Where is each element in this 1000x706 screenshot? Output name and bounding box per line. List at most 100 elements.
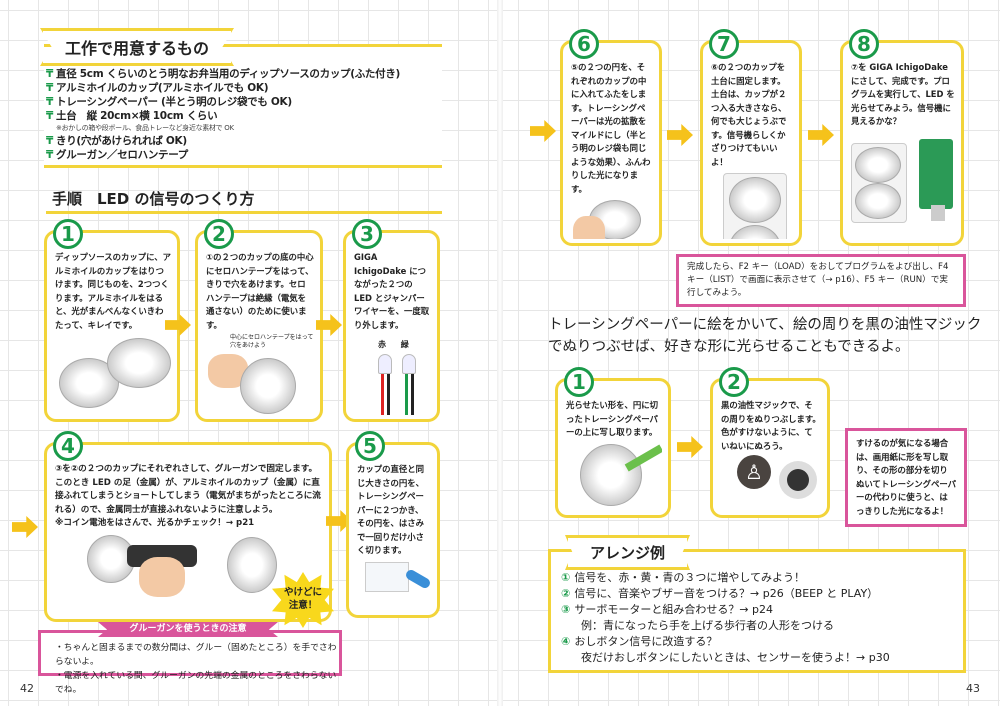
step-text: ⑥の２つのカップを土台に固定します。土台は、カップが２つ入る大きさなら、何でも大…: [711, 62, 787, 167]
step-text: 黒の油性マジックで、その周りをぬりつぶします。色がすけないように、ていねいにぬろ…: [721, 400, 821, 451]
material-item: ₸グルーガン／セロハンテープ: [46, 149, 188, 161]
cup-illustration: [729, 177, 781, 223]
step-5-card: 5 カップの直径と同じ大きさの円を、トレーシングペーパーに２つかき、その円を、は…: [346, 431, 440, 618]
arrange-subitem: 例：青になったら手を上げる歩行者の人形をつける: [581, 619, 834, 632]
step-number: 8: [849, 29, 879, 59]
page-gutter: [497, 0, 503, 706]
step-number: 4: [53, 431, 83, 461]
material-item: ₸トレーシングペーパー (半とう明のレジ袋でも OK): [46, 96, 292, 108]
caution-item: ・電源を入れている間、グルーガンの先端の金属のところをさわらないでね。: [55, 671, 337, 695]
green-led: [402, 353, 416, 374]
pin-icon: ₸: [46, 96, 54, 108]
caution-item: ・ちゃんと固まるまでの数分間は、グルー（固めたところ）を手でさわらないよ。: [55, 643, 337, 667]
cup-illustration: [227, 536, 277, 593]
step-6-illustration: [571, 196, 653, 239]
step-text: ⑦を GIGA IchigoDake にさして、完成です。プログラムを実行して、…: [851, 62, 955, 126]
pin-icon: ₸: [46, 149, 54, 161]
hand-illustration: [573, 216, 605, 239]
arrow-icon: [677, 436, 703, 458]
step-text: 光らせたい形を、円に切ったトレーシングペーパーの上に写し取ります。: [566, 400, 658, 437]
tip-box: すけるのが気になる場合は、画用紙に形を写し取り、その形の部分を切りぬいてトレーシ…: [845, 428, 967, 527]
step-2-illustration: [206, 350, 314, 415]
arrange-subitem: 夜だけおしボタンにしたいときは、センサーを使うよ！→ p30: [581, 651, 890, 664]
step-number: 5: [355, 431, 385, 461]
person-shape-icon: ♙: [737, 455, 771, 489]
run-note-box: 完成したら、F2 キー（LOAD）をおしてプログラムをよび出し、F4 キー（LI…: [676, 254, 966, 307]
step-number: 6: [569, 29, 599, 59]
pin-icon: ₸: [46, 82, 54, 94]
material-note: ※おかしの箱や段ボール、食品トレーなど身近な素材で OK: [56, 124, 234, 132]
red-led: [378, 353, 392, 374]
arrow-icon: [667, 124, 693, 146]
step-number: 3: [352, 219, 382, 249]
material-item: ₸土台 縦 20cm×横 10cm くらい: [46, 110, 218, 122]
led-label-green: 緑: [400, 340, 409, 349]
step-6-card: 6 ⑤の２つの円を、それぞれのカップの中に入れてふたをします。トレーシングペーパ…: [560, 29, 662, 246]
shape-step-2-illustration: ♙: [721, 453, 821, 511]
wire: [381, 373, 384, 415]
step-extra: ※コイン電池をはさんで、光るかチェック！→ p21: [55, 518, 255, 528]
led-labels: 赤 緑: [354, 338, 431, 352]
image-caption: 中心にセロハンテープをはって穴をあけよう: [230, 334, 314, 349]
arrange-title: アレンジ例: [565, 535, 691, 570]
hand-illustration: [139, 556, 185, 597]
intro-text: トレーシングペーパーに絵をかいて、絵の周りを黒の油性マジックでぬりつぶせば、好き…: [548, 317, 982, 355]
traced-paper-illustration: [580, 443, 642, 506]
caution-title: グルーガンを使うときの注意: [98, 622, 278, 637]
step-8-illustration: [851, 129, 955, 240]
step-5-illustration: [357, 558, 431, 612]
procedure-title: 手順 LED の信号のつくり方: [52, 190, 255, 208]
step-text: ディップソースのカップに、アルミホイルのカップをはりつけます。同じものを、2つつ…: [55, 252, 171, 330]
title-underline: [46, 211, 442, 214]
arrow-icon: [808, 124, 834, 146]
step-text: カップの直径と同じ大きさの円を、トレーシングペーパーに２つかき、その円を、はさみ…: [357, 464, 424, 555]
step-4-illustration: [55, 531, 323, 616]
ichigodake-board: [919, 138, 953, 209]
pin-icon: ₸: [46, 135, 54, 147]
paper-illustration: [365, 561, 409, 592]
step-7-card: 7 ⑥の２つのカップを土台に固定します。土台は、カップが２つ入る大きさなら、何で…: [700, 29, 802, 246]
step-3-illustration: [354, 352, 431, 415]
step-number: 7: [709, 29, 739, 59]
material-item: ₸直径 5cm くらいのとう明なお弁当用のディップソースのカップ(ふた付き): [46, 68, 401, 80]
page-number-left: 42: [20, 682, 34, 695]
cup-illustration: [855, 182, 901, 219]
step-number: 2: [204, 219, 234, 249]
arrow-icon: [530, 120, 556, 142]
step-text: ①の２つのカップの底の中心にセロハンテープをはって、きりで穴をあけます。セロハン…: [206, 252, 314, 330]
led-label-red: 赤: [378, 340, 386, 349]
shape-step-1-card: 1 光らせたい形を、円に切ったトレーシングペーパーの上に写し取ります。: [555, 367, 671, 518]
step-7-illustration: [711, 169, 793, 239]
cup-illustration: [107, 338, 171, 388]
material-item: ₸きり(穴があけられれば OK): [46, 135, 187, 147]
arrow-icon: [12, 516, 38, 538]
step-number: 2: [719, 367, 749, 397]
shape-step-1-illustration: [566, 440, 662, 512]
materials-title: 工作で用意するもの: [40, 28, 235, 66]
wire: [405, 373, 408, 415]
usb-connector: [931, 204, 945, 221]
shape-step-2-card: 2 黒の油性マジックで、その周りをぬりつぶします。色がすけないように、ていねいに…: [710, 367, 830, 518]
step-text: ③を②の２つのカップにそれぞれさして、グルーガンで固定します。このとき LED …: [55, 464, 321, 515]
cup-illustration: [240, 358, 296, 414]
cup-illustration: [855, 146, 901, 183]
material-item: ₸アルミホイルのカップ(アルミホイルでも OK): [46, 82, 269, 94]
step-3-card: 3 GIGA IchigoDake につながった２つの LED とジャンパーワイ…: [343, 219, 440, 422]
wire: [411, 373, 414, 415]
step-text: ⑤の２つの円を、それぞれのカップの中に入れてふたをします。トレーシングペーパーは…: [571, 62, 651, 194]
wire: [387, 373, 390, 415]
page-number-right: 43: [966, 682, 980, 695]
step-1-card: 1 ディップソースのカップに、アルミホイルのカップをはりつけます。同じものを、2…: [44, 219, 180, 422]
step-text: GIGA IchigoDake につながった２つの LED とジャンパーワイヤー…: [354, 252, 430, 330]
step-1-illustration: [55, 332, 171, 415]
materials-box: ₸直径 5cm くらいのとう明なお弁当用のディップソースのカップ(ふた付き) ₸…: [44, 44, 442, 168]
step-2-card: 2 ①の２つのカップの底の中心にセロハンテープをはって、きりで穴をあけます。セロ…: [195, 219, 323, 422]
painted-circle-illustration: [779, 461, 817, 499]
step-8-card: 8 ⑦を GIGA IchigoDake にさして、完成です。プログラムを実行し…: [840, 29, 964, 246]
pin-icon: ₸: [46, 110, 54, 122]
pin-icon: ₸: [46, 68, 54, 80]
